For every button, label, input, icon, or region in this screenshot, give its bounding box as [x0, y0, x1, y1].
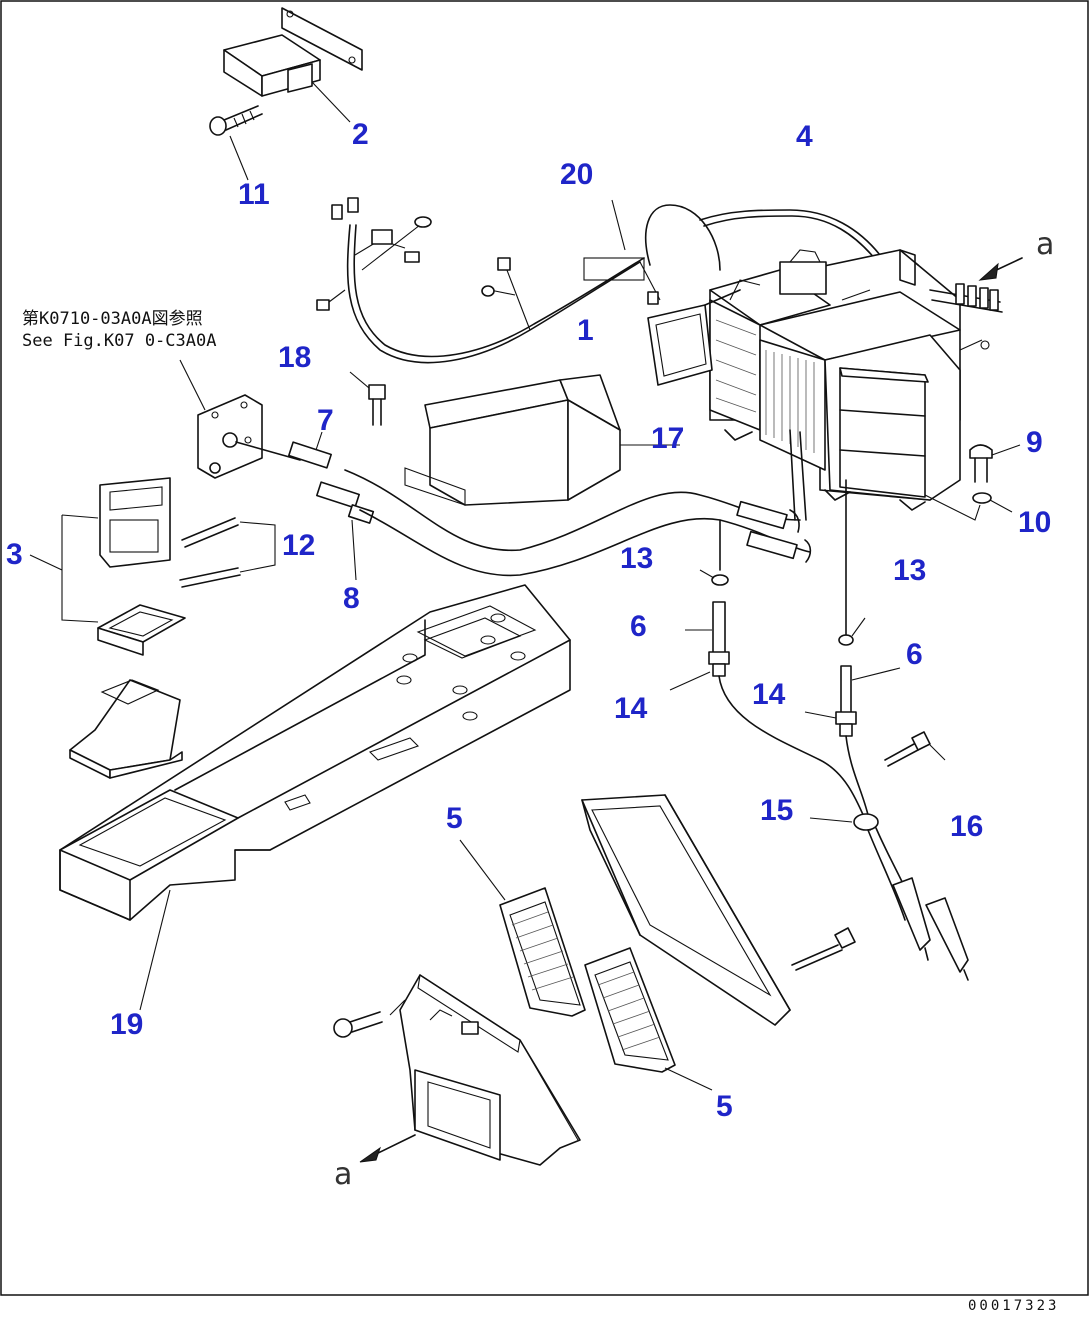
- callout-4: 4: [796, 120, 813, 153]
- callout-13-left: 13: [620, 542, 654, 575]
- callout-2: 2: [352, 118, 369, 151]
- callout-17: 17: [651, 422, 685, 455]
- callout-19: 19: [110, 1008, 144, 1041]
- callout-5-upper: 5: [446, 802, 463, 835]
- part-3-duct-blocks: [29, 477, 186, 656]
- callout-15: 15: [760, 794, 794, 827]
- part-17-duct: [404, 374, 680, 506]
- filter-panel-cover: [581, 794, 856, 1026]
- callout-5-lower: 5: [716, 1090, 733, 1123]
- callout-18: 18: [278, 341, 312, 374]
- reference-note-english: See Fig.K07 0-C3A0A: [22, 331, 217, 351]
- callout-11: 11: [238, 178, 270, 211]
- callout-14-right: 14: [752, 678, 786, 711]
- view-marker-bottom: a: [334, 1157, 353, 1192]
- part-11-screw: [209, 105, 263, 181]
- part-5-filter-upper: [459, 839, 586, 1017]
- callout-3: 3: [6, 538, 23, 571]
- reference-note-japanese: 第K0710-03A0A図参照: [22, 309, 203, 329]
- callout-16: 16: [950, 810, 984, 843]
- view-arrow-top: [978, 257, 1023, 281]
- parts-7-8-hoses: [288, 429, 812, 581]
- part-4-tube: [644, 204, 881, 271]
- callout-6-right: 6: [906, 638, 923, 671]
- reference-plate: [179, 359, 301, 479]
- part-5-filter-lower: [584, 947, 713, 1091]
- callout-20: 20: [560, 158, 594, 191]
- drawing-number: 00017323: [968, 1298, 1060, 1314]
- part-2-switch-bracket: [223, 7, 363, 123]
- part-12-rods: [179, 517, 276, 588]
- callout-8: 8: [343, 582, 360, 615]
- parts-15-16-clamp: [809, 731, 969, 981]
- part-1-air-conditioner-unit: [647, 249, 1003, 511]
- callout-6-left: 6: [630, 610, 647, 643]
- drain-hose-left: [669, 519, 871, 831]
- reference-note: 第K0710-03A0A図参照 See Fig.K07 0-C3A0A: [22, 308, 216, 352]
- front-outlet-housing: [333, 974, 581, 1166]
- callout-1: 1: [577, 314, 594, 347]
- callout-13-right: 13: [893, 554, 927, 587]
- part-18-bolt: [349, 371, 386, 426]
- callout-7: 7: [317, 404, 334, 437]
- view-marker-top: a: [1036, 227, 1055, 262]
- callout-9: 9: [1026, 426, 1043, 459]
- part-19-floor-plate: [59, 584, 571, 1011]
- part-20-wiring-harness: [316, 197, 661, 364]
- callout-14-left: 14: [614, 692, 648, 725]
- callout-10: 10: [1018, 506, 1052, 539]
- drain-hose-right: [804, 479, 901, 816]
- callout-12: 12: [282, 529, 316, 562]
- parts-9-10-bolt-washer: [924, 444, 1021, 521]
